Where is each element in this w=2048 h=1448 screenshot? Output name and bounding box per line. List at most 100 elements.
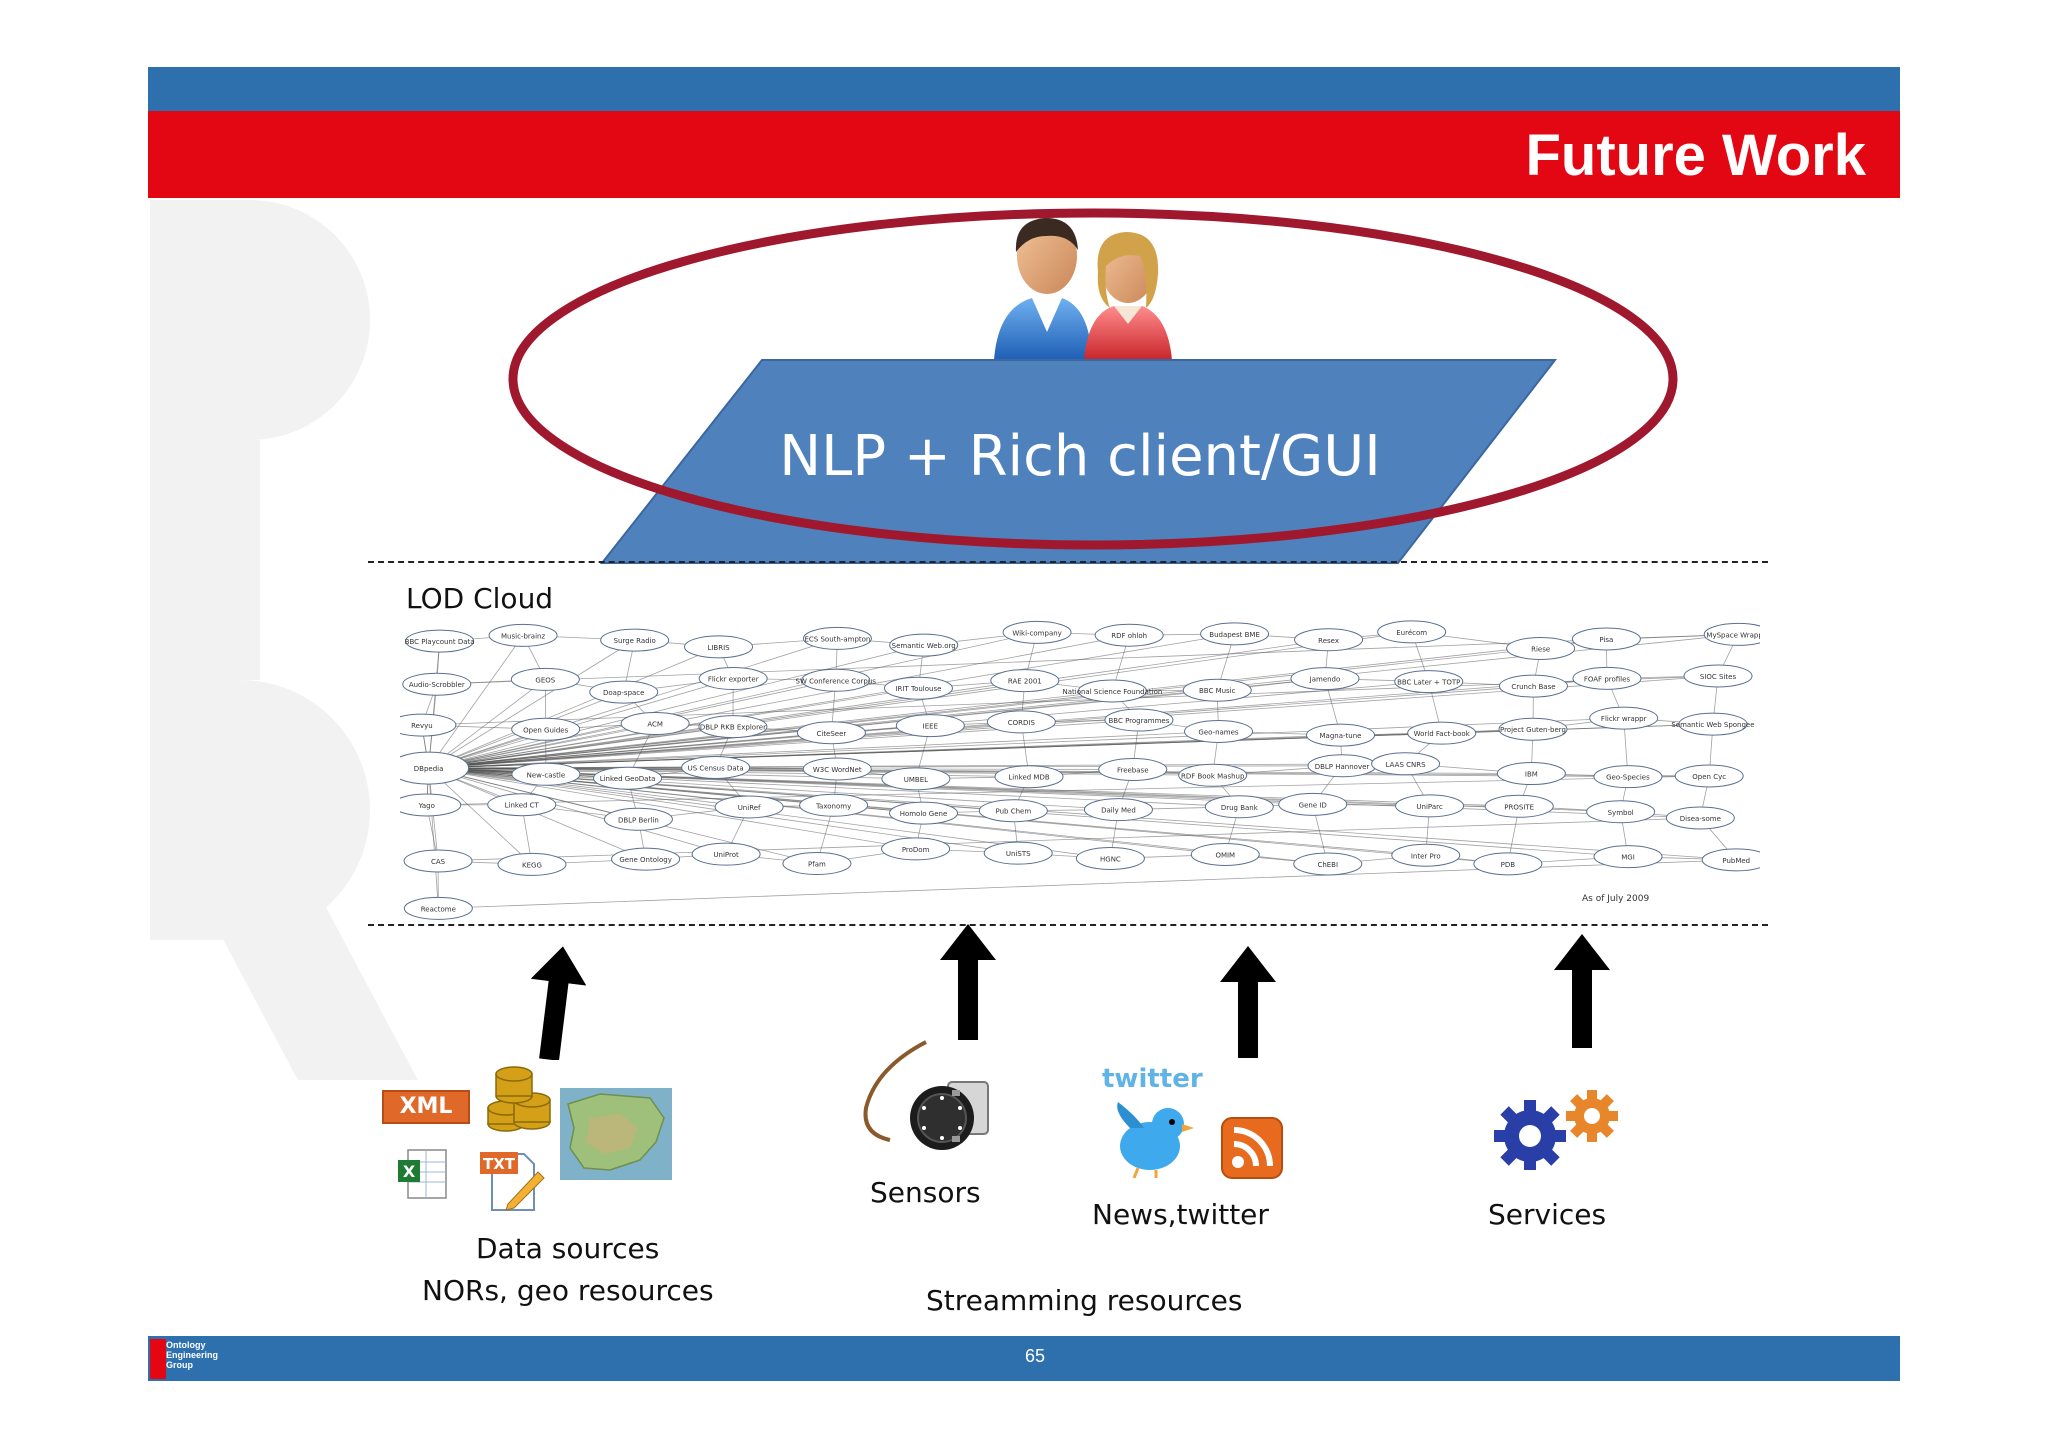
lod-node-ellipse bbox=[589, 680, 659, 704]
lod-node-ellipse bbox=[511, 762, 581, 786]
lod-node: PubMed bbox=[1701, 848, 1760, 872]
lod-link bbox=[428, 678, 734, 769]
lod-node-ellipse bbox=[1572, 666, 1642, 690]
lod-node: Pub Chem bbox=[978, 799, 1048, 823]
lod-node: DBLP RKB Explorer bbox=[698, 715, 768, 739]
lod-link bbox=[428, 634, 1130, 769]
lod-node-ellipse bbox=[1278, 792, 1348, 816]
lod-node-label: Wiki-company bbox=[1012, 629, 1062, 637]
lod-node-label: Flickr exporter bbox=[708, 676, 759, 684]
lod-node: CAS bbox=[403, 849, 473, 873]
lod-node-label: Yago bbox=[418, 802, 435, 810]
lod-node-label: OMIM bbox=[1215, 851, 1235, 859]
lod-node-ellipse bbox=[802, 757, 872, 781]
lod-caption: As of July 2009 bbox=[1582, 894, 1650, 904]
lod-node-label: Magna-tune bbox=[1320, 732, 1362, 740]
lod-node-label: ProDom bbox=[902, 846, 930, 854]
services-label: Services bbox=[1488, 1198, 1607, 1231]
lod-node: BBC Music bbox=[1182, 678, 1252, 702]
svg-text:X: X bbox=[403, 1162, 416, 1181]
lod-node: New-castle bbox=[511, 762, 581, 786]
lod-node: Linked MDB bbox=[994, 765, 1064, 789]
lod-node-label: SW Conference Corpus bbox=[796, 677, 877, 685]
lod-node: FOAF profiles bbox=[1572, 666, 1642, 690]
lod-link bbox=[428, 768, 439, 909]
lod-node-label: ACM bbox=[647, 721, 663, 729]
lod-node-ellipse bbox=[600, 628, 670, 652]
lod-node-ellipse bbox=[400, 713, 457, 737]
lod-node: BBC Programmes bbox=[1104, 708, 1174, 732]
lod-node-ellipse bbox=[1407, 721, 1477, 745]
lod-node-label: CORDIS bbox=[1008, 719, 1036, 727]
lod-node-label: IBM bbox=[1525, 771, 1538, 779]
lod-node-ellipse bbox=[1290, 667, 1360, 691]
lod-node: KEGG bbox=[497, 852, 567, 876]
lod-node-ellipse bbox=[1498, 717, 1568, 741]
map-icon bbox=[560, 1088, 672, 1180]
header-top-band bbox=[148, 67, 1900, 111]
lod-node: Semantic Web.org bbox=[889, 633, 959, 657]
lod-node: US Census Data bbox=[681, 755, 751, 779]
slide-title: Future Work bbox=[1525, 123, 1867, 188]
lod-node-ellipse bbox=[1593, 845, 1663, 869]
lod-node-label: PROSITE bbox=[1504, 803, 1534, 811]
lod-node-label: Reactome bbox=[421, 905, 456, 913]
arrow-up-icon bbox=[940, 924, 996, 1040]
lod-link bbox=[428, 633, 1235, 769]
nlp-gui-layer bbox=[508, 208, 1678, 564]
lod-node: Crunch Base bbox=[1498, 674, 1568, 698]
arrow-up-icon bbox=[530, 946, 586, 1060]
lod-link bbox=[428, 726, 733, 769]
lod-node-ellipse bbox=[603, 807, 673, 831]
lod-node: Resex bbox=[1294, 628, 1364, 652]
lod-node-ellipse bbox=[1200, 622, 1270, 646]
ribbon-label: NLP + Rich client/GUI bbox=[779, 424, 1381, 489]
lod-node-label: Eurécom bbox=[1396, 629, 1427, 637]
lod-node: ChEBI bbox=[1293, 852, 1363, 876]
lod-node-label: Disea-some bbox=[1680, 815, 1721, 823]
lod-node-ellipse bbox=[1190, 842, 1260, 866]
lod-node-label: BBC Later + TOTP bbox=[1397, 679, 1460, 687]
lod-node: World Fact-book bbox=[1407, 721, 1477, 745]
lod-node: Open Cyc bbox=[1674, 764, 1744, 788]
lod-node-label: DBLP RKB Explorer bbox=[700, 724, 766, 732]
lod-node-label: Linked GeoData bbox=[600, 775, 656, 783]
lod-node-label: Gene ID bbox=[1299, 801, 1327, 809]
lod-node-label: Jamendo bbox=[1309, 676, 1341, 684]
streaming-resources-label: Streamming resources bbox=[926, 1284, 1243, 1317]
lod-node-label: DBLP Berlin bbox=[618, 816, 659, 824]
database-icon bbox=[487, 1066, 551, 1132]
lod-link bbox=[428, 723, 1713, 769]
lod-node: SIOC Sites bbox=[1683, 664, 1753, 688]
lod-node-ellipse bbox=[782, 852, 852, 876]
users-icon bbox=[994, 218, 1172, 360]
lod-node-label: Linked MDB bbox=[1008, 774, 1049, 782]
lod-node: Geo-names bbox=[1184, 719, 1254, 743]
lod-node-label: PubMed bbox=[1722, 857, 1750, 865]
lod-node-ellipse bbox=[714, 795, 784, 819]
lod-node: DBLP Hannover bbox=[1307, 754, 1377, 778]
lod-node-label: Freebase bbox=[1117, 766, 1149, 774]
lod-node-label: UniRef bbox=[738, 804, 761, 812]
lod-node: Pisa bbox=[1571, 627, 1641, 651]
lod-link bbox=[428, 639, 1329, 769]
lod-node-label: Revyu bbox=[411, 722, 433, 730]
xml-file-icon: XML bbox=[382, 1090, 470, 1124]
lod-node-ellipse bbox=[497, 852, 567, 876]
lod-link bbox=[428, 678, 1326, 769]
lod-node-label: LAAS CNRS bbox=[1386, 761, 1426, 769]
lod-link bbox=[428, 767, 916, 850]
lod-node: IEEE bbox=[895, 714, 965, 738]
lod-node: RDF ohloh bbox=[1094, 623, 1164, 647]
lod-node-label: IEEE bbox=[923, 723, 938, 731]
lod-node-label: Drug Bank bbox=[1221, 804, 1259, 812]
lod-node-label: CiteSeer bbox=[816, 730, 846, 738]
lod-node: Linked CT bbox=[487, 793, 557, 817]
lod-node-ellipse bbox=[1473, 852, 1543, 876]
lod-link bbox=[428, 639, 635, 769]
lod-node: ACM bbox=[620, 712, 690, 736]
lod-node-label: FOAF profiles bbox=[1584, 675, 1631, 683]
lod-node-label: Geo-names bbox=[1198, 728, 1239, 736]
lod-node-ellipse bbox=[1498, 674, 1568, 698]
lod-node-ellipse bbox=[1293, 852, 1363, 876]
